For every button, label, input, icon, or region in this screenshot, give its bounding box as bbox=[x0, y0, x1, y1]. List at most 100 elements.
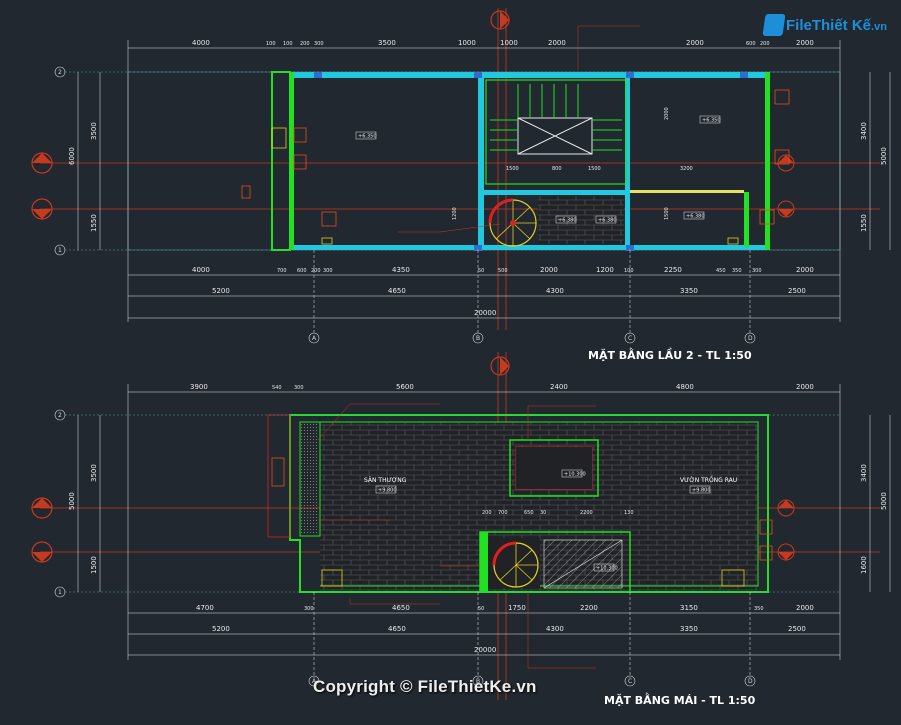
elev-label: +10.300 bbox=[596, 566, 618, 572]
room-label-vuon: VƯỜN TRỒNG RAU bbox=[680, 475, 737, 484]
axis-label: 2 bbox=[58, 412, 62, 419]
dim-label: 3500 bbox=[378, 39, 396, 47]
elev-label: +6.380 bbox=[686, 214, 705, 220]
stair-top bbox=[485, 79, 627, 185]
dim-label: 1000 bbox=[500, 39, 518, 47]
dim-label: 100 bbox=[624, 268, 634, 274]
grid-axis-bubbles-top bbox=[54, 66, 756, 344]
parapet-dots bbox=[301, 423, 319, 535]
dim-label: 100 bbox=[266, 41, 276, 47]
dim-label: 2400 bbox=[550, 383, 568, 391]
dim-label: 300 bbox=[752, 268, 762, 274]
section-marker-top bbox=[490, 10, 510, 30]
dim-label: 1600 bbox=[860, 556, 868, 574]
dim-label: 350 bbox=[732, 268, 742, 274]
dim-label: 3400 bbox=[860, 122, 868, 140]
dim-label: 100 bbox=[283, 41, 293, 47]
dimension-lines-roof bbox=[65, 384, 891, 678]
dim-label: 5200 bbox=[212, 625, 230, 633]
dim-label: 5000 bbox=[880, 492, 888, 510]
dims-top-row-roof: 3900 540 300 5600 2400 4800 2000 bbox=[190, 383, 814, 391]
dim-label: 2000 bbox=[796, 266, 814, 274]
dim-label: 2000 bbox=[796, 383, 814, 391]
dim-label: 300 bbox=[323, 268, 333, 274]
elevation-tags-roof: +9.800 +9.800 +10.300 +10.300 bbox=[375, 469, 711, 572]
dim-label: 1750 bbox=[508, 604, 526, 612]
dim-label: 30 bbox=[540, 510, 546, 516]
dim-label: 2000 bbox=[796, 39, 814, 47]
dim-label: 1500 bbox=[664, 207, 670, 220]
elev-label: +9.800 bbox=[692, 488, 711, 494]
dim-label: 4700 bbox=[196, 604, 214, 612]
section-marker-right-4 bbox=[777, 543, 795, 561]
dim-label: 4000 bbox=[192, 266, 210, 274]
grid-axis-labels-top: A B C D 2 1 bbox=[58, 69, 753, 342]
dim-label: 4650 bbox=[388, 625, 406, 633]
dim-label: 130 bbox=[624, 510, 634, 516]
dim-label: 6000 bbox=[68, 147, 76, 165]
elev-label: +6.380 bbox=[558, 218, 577, 224]
grid-axis-bubbles-roof bbox=[54, 409, 756, 687]
dim-label: 1550 bbox=[860, 214, 868, 232]
dim-label: 200 bbox=[760, 41, 770, 47]
section-marker-left-3 bbox=[31, 497, 53, 519]
dim-label: 2000 bbox=[686, 39, 704, 47]
brick-floor-top bbox=[538, 196, 624, 244]
dim-label: 200 bbox=[300, 41, 310, 47]
dim-label: 600 bbox=[297, 268, 307, 274]
dim-label: 700 bbox=[498, 510, 508, 516]
windows-top bbox=[314, 72, 748, 251]
axis-label: A bbox=[312, 335, 317, 342]
dim-label: 2000 bbox=[664, 107, 670, 120]
dim-label: 200 bbox=[311, 268, 321, 274]
building-outline-top bbox=[127, 71, 841, 251]
dim-label: 3500 bbox=[90, 464, 98, 482]
dimension-lines-top bbox=[65, 40, 891, 335]
dim-label: 2500 bbox=[788, 625, 806, 633]
dim-label: 300 bbox=[294, 385, 304, 391]
dims-bottom-row-1-roof: 4700 300 4650 50 1750 2200 3150 350 2000 bbox=[196, 604, 814, 612]
logo-icon bbox=[762, 14, 786, 36]
dim-label: 50 bbox=[478, 606, 484, 612]
dim-label: 4300 bbox=[546, 625, 564, 633]
dim-label: 1000 bbox=[458, 39, 476, 47]
section-marker-left-2 bbox=[31, 198, 53, 220]
elev-label: +6.350 bbox=[702, 118, 721, 124]
elev-label: +9.800 bbox=[378, 488, 397, 494]
dim-label: 350 bbox=[754, 606, 764, 612]
dim-label: 4000 bbox=[192, 39, 210, 47]
elevation-tags-top: +6.350 +6.350 +6.380 +6.380 +6.380 bbox=[355, 115, 721, 224]
red-outline-left bbox=[267, 414, 291, 538]
dim-label: 1200 bbox=[452, 207, 458, 220]
dim-label: 1550 bbox=[90, 214, 98, 232]
grid-axis-labels-roof: A B C D 2 1 bbox=[58, 412, 753, 685]
dim-label: 300 bbox=[314, 41, 324, 47]
site-logo: FileThiết Kế.vn bbox=[762, 12, 887, 48]
dim-total: 20000 bbox=[474, 646, 496, 654]
inner-dims-top: 1500 800 1500 3200 2000 1500 1200 bbox=[452, 107, 693, 220]
dim-label: 1500 bbox=[90, 556, 98, 574]
dim-label: 200 bbox=[482, 510, 492, 516]
spiral-stair-top bbox=[488, 198, 537, 247]
dim-label: 650 bbox=[524, 510, 534, 516]
axis-label: A bbox=[312, 678, 317, 685]
dim-label: 5600 bbox=[396, 383, 414, 391]
dim-label: 700 bbox=[277, 268, 287, 274]
plan-mai: SÂN THƯỢNG VƯỜN TRỒNG RAU +9.800 +9.800 … bbox=[31, 352, 891, 707]
spiral-stair-roof bbox=[492, 541, 539, 588]
annotation-leaders-top bbox=[398, 25, 640, 233]
dim-label: 2000 bbox=[796, 604, 814, 612]
room-label-san-thuong: SÂN THƯỢNG bbox=[364, 477, 407, 484]
dim-label: 500 bbox=[498, 268, 508, 274]
dim-label: 3400 bbox=[860, 464, 868, 482]
dim-label: 5200 bbox=[212, 287, 230, 295]
dims-vertical-roof: 3500 5000 1500 3400 5000 1600 bbox=[68, 464, 888, 574]
section-marker-top-2 bbox=[490, 356, 510, 376]
skylight-top bbox=[509, 439, 599, 497]
furniture-roof bbox=[271, 457, 773, 561]
section-marker-right-2 bbox=[777, 200, 795, 218]
annotation-leaders-roof bbox=[317, 403, 596, 669]
axis-label: B bbox=[476, 335, 480, 342]
axis-label: 2 bbox=[58, 69, 62, 76]
section-marker-left-4 bbox=[31, 541, 53, 563]
